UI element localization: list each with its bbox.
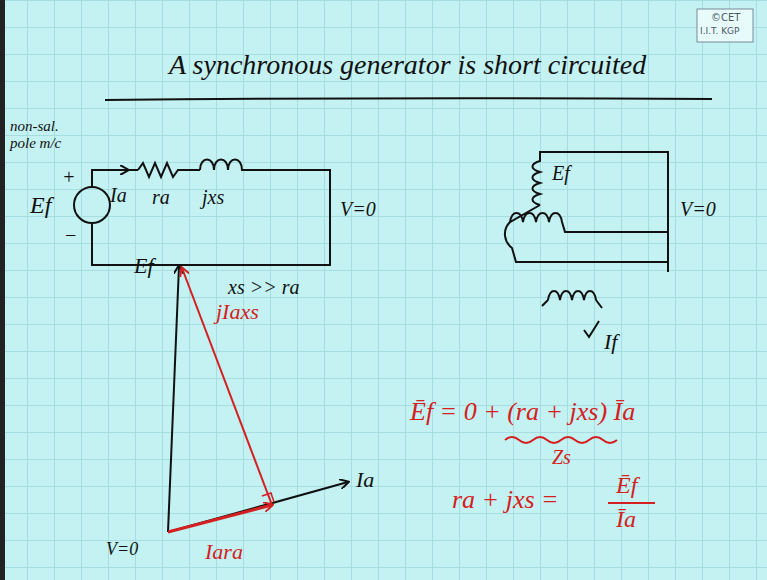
polarity-sign: + <box>62 166 76 188</box>
phasor-label: jIaxs <box>216 300 259 324</box>
logo-text: ©CET <box>711 12 740 23</box>
phasor-label: Ef <box>134 254 154 278</box>
circuit <box>74 160 330 266</box>
screen-edge <box>0 0 5 580</box>
emf-label: Ef <box>552 162 570 184</box>
voltage-label: V=0 <box>680 198 716 220</box>
logo-text: I.I.T. KGP <box>700 27 740 37</box>
slide-title: A synchronous generator is short circuit… <box>169 50 646 81</box>
equation: Ēf = 0 + (ra + jxs) Īa <box>410 398 635 427</box>
machine-note: non-sal. pole m/c <box>10 118 72 151</box>
origin-label: V=0 <box>106 540 138 560</box>
impedance-label: Zs <box>552 446 571 468</box>
field-current-label: If <box>604 330 617 354</box>
fraction-numerator: Ēf <box>616 472 637 498</box>
voltage-label: V=0 <box>340 198 376 220</box>
fraction-denominator: Īa <box>616 506 636 532</box>
phasor-label: Iara <box>205 540 243 564</box>
resistance-label: ra <box>152 186 170 208</box>
title-underline <box>105 98 712 100</box>
current-label: Ia <box>110 184 127 206</box>
short-circuit-sketch <box>505 152 668 337</box>
source-label: Ef <box>30 192 51 218</box>
equation: ra + jxs = <box>452 486 559 515</box>
polarity-sign: − <box>64 224 78 246</box>
logo-box <box>697 9 753 42</box>
reactance-label: jxs <box>202 186 224 208</box>
phasor-diagram <box>168 266 348 532</box>
condition-note: xs >> ra <box>228 276 299 298</box>
phasor-label: Ia <box>356 468 374 492</box>
